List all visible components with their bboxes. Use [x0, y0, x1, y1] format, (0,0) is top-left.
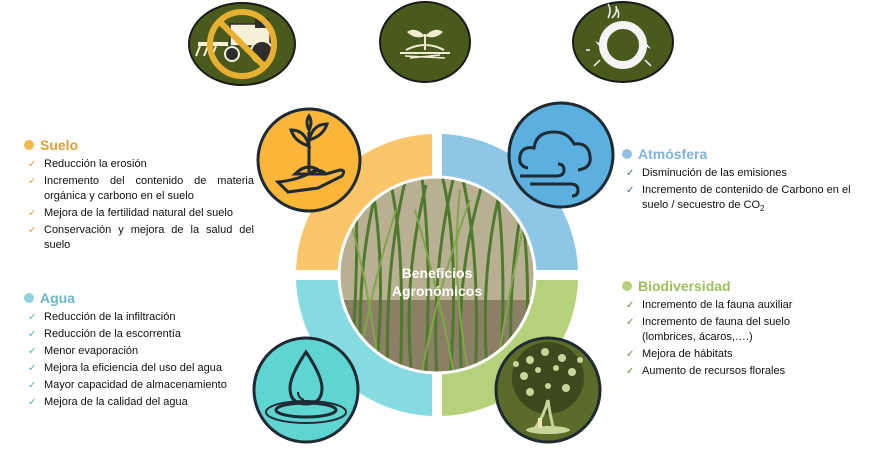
biodiversidad-list: Incremento de la fauna auxiliar Incremen…	[622, 298, 822, 379]
list-item: Menor evaporación	[24, 344, 239, 359]
hand-plant-icon	[256, 107, 362, 213]
list-item: Incremento de fauna del suelo (lombrices…	[622, 315, 822, 345]
suelo-bullet-dot	[24, 140, 34, 150]
top-icons	[188, 1, 674, 86]
atmosfera-bullet-dot	[622, 149, 632, 159]
ring-segment-top-left	[296, 134, 432, 270]
suelo-section: Suelo Reducción la erosión Incremento de…	[24, 137, 254, 255]
list-item: Incremento de la fauna auxiliar	[622, 298, 822, 313]
agua-bullet-dot	[24, 293, 34, 303]
recycle-cycle-icon	[572, 1, 674, 83]
list-item: Disminución de las emisiones	[622, 166, 862, 181]
ring-segment-bottom-left	[296, 280, 432, 416]
list-item: Reducción de la infiltración	[24, 310, 239, 325]
suelo-title: Suelo	[40, 137, 79, 153]
list-item: Reducción de la escorrentía	[24, 327, 239, 342]
list-item: Mejora la eficiencia del uso del agua	[24, 361, 239, 376]
list-item: Aumento de recursos florales	[622, 364, 822, 379]
biodiversidad-bullet-dot	[622, 281, 632, 291]
atmosfera-title: Atmósfera	[638, 146, 708, 162]
seedling-mulch-icon	[379, 1, 471, 83]
list-item: Conservación y mejora de la salud del su…	[24, 223, 254, 253]
suelo-list: Reducción la erosión Incremento del cont…	[24, 157, 254, 253]
center-title-line2: Agronómicos	[392, 283, 482, 299]
biodiversidad-section: Biodiversidad Incremento de la fauna aux…	[622, 278, 822, 381]
list-item: Mejora de hábitats	[622, 347, 822, 362]
cloud-wind-icon	[507, 101, 615, 209]
list-item: Incremento del contenido de materia orgá…	[24, 174, 254, 204]
atmosfera-list: Disminución de las emisiones Incremento …	[622, 166, 862, 216]
agua-title: Agua	[40, 290, 75, 306]
atmosfera-section: Atmósfera Disminución de las emisiones I…	[622, 146, 862, 218]
biodiversity-tree-icon	[494, 336, 602, 444]
agua-section: Agua Reducción de la infiltración Reducc…	[24, 290, 239, 412]
benefits-ring: Beneficios Agronómicos	[252, 101, 615, 444]
list-item: Incremento de contenido de Carbono en el…	[622, 183, 862, 216]
ring-segment-top-right	[442, 134, 578, 270]
no-tillage-tractor-icon	[188, 2, 296, 86]
co2-subscript: 2	[760, 204, 765, 214]
biodiversidad-title: Biodiversidad	[638, 278, 731, 294]
co2-text: Incremento de contenido de Carbono en el…	[642, 184, 851, 211]
list-item: Mejora de la calidad del agua	[24, 395, 239, 410]
list-item: Mejora de la fertilidad natural del suel…	[24, 206, 254, 221]
agua-list: Reducción de la infiltración Reducción d…	[24, 310, 239, 410]
center-title-line1: Beneficios	[402, 265, 473, 281]
list-item: Reducción la erosión	[24, 157, 254, 172]
ring-segment-bottom-right	[442, 280, 578, 416]
water-drop-icon	[252, 336, 360, 444]
list-item: Mayor capacidad de almacenamiento	[24, 378, 239, 393]
